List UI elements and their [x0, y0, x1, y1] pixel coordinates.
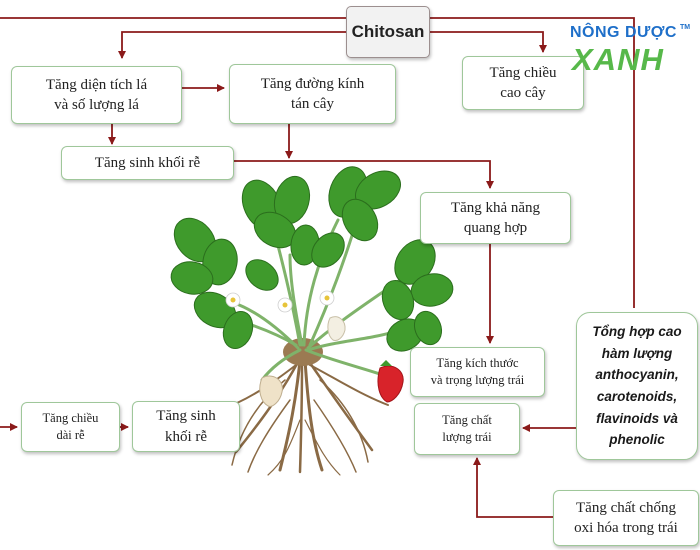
logo-top-text: NÔNG DƯỢC — [570, 24, 677, 41]
brand-logo: NÔNG DƯỢC TM XANH — [570, 24, 691, 82]
node-root-biomass-bottom: Tăng sinh khối rễ — [132, 401, 240, 452]
node-fruit-size: Tăng kích thước và trọng lượng trái — [410, 347, 545, 397]
node-plant-height: Tăng chiều cao cây — [462, 56, 584, 110]
node-photosynthesis: Tăng khả năng quang hợp — [420, 192, 571, 244]
plant-roots — [219, 358, 389, 476]
diagram-connectors — [0, 17, 635, 518]
strawberry-plant-illustration — [170, 166, 454, 476]
node-synthesis: Tổng hợp cao hàm lượng anthocyanin, caro… — [576, 312, 698, 460]
plant-fruits — [259, 316, 404, 407]
plant-flowers — [225, 290, 335, 313]
node-fruit-quality: Tăng chất lượng trái — [414, 403, 520, 455]
node-root-length: Tăng chiều dài rễ — [21, 402, 120, 452]
node-antioxidant: Tăng chất chống oxi hóa trong trái — [553, 490, 699, 546]
node-root-biomass-top: Tăng sinh khối rễ — [61, 146, 234, 180]
node-chitosan: Chitosan — [346, 6, 430, 58]
node-canopy-diameter: Tăng đường kính tán cây — [229, 64, 396, 124]
plant-leaves — [170, 166, 454, 352]
node-leaf-area: Tăng diện tích lá và số lượng lá — [11, 66, 182, 124]
logo-bottom-text: XANH — [572, 42, 664, 77]
logo-trademark: TM — [680, 24, 691, 31]
